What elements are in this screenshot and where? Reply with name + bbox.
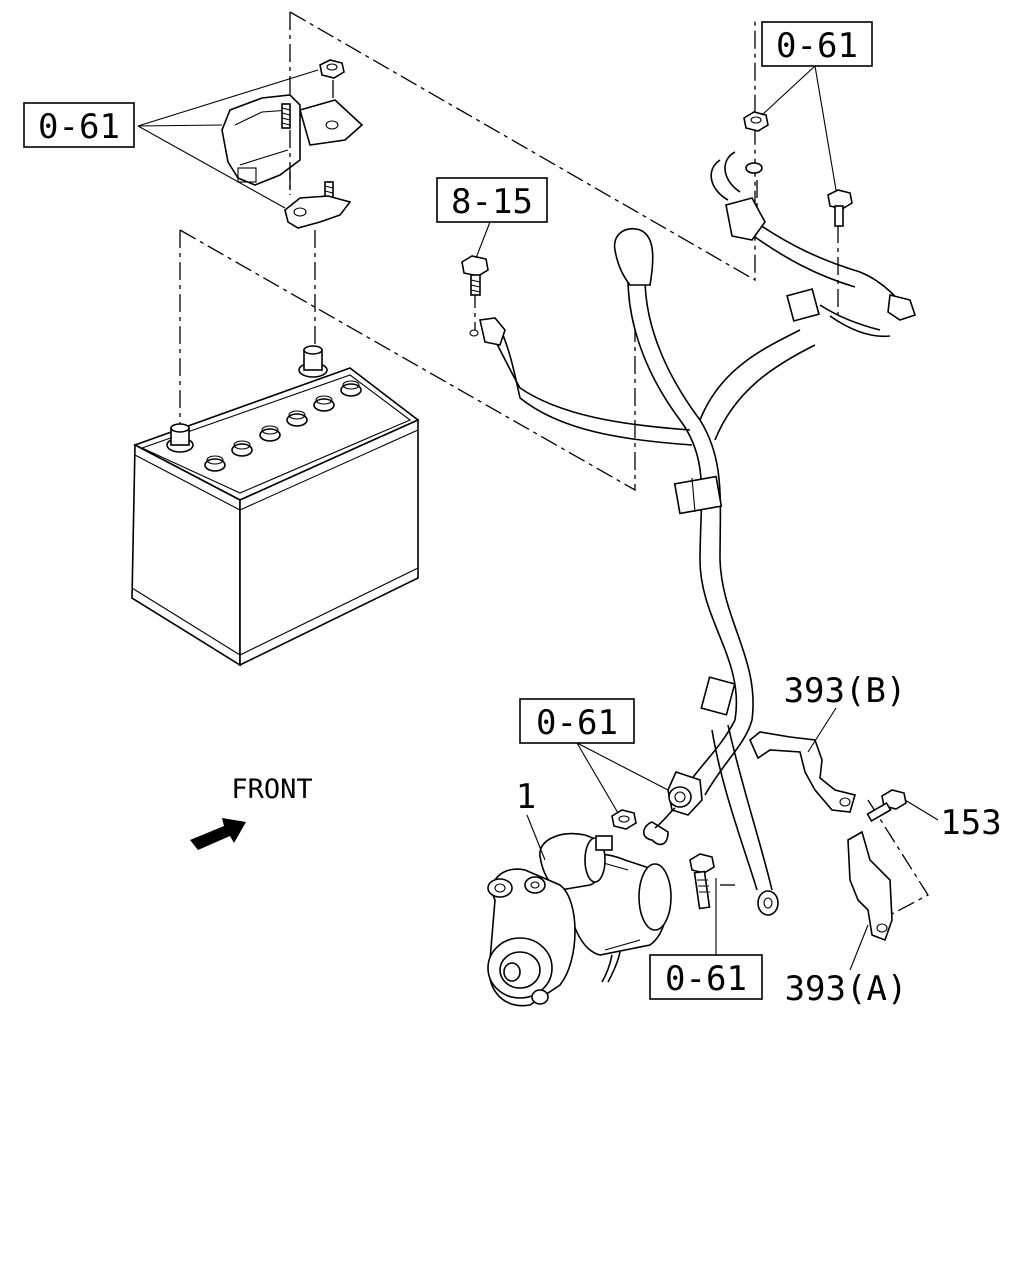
callout-ref-top-left: 0-61 — [23, 102, 135, 148]
bracket-bolt-153 — [866, 789, 907, 823]
harness-bolt-8-15 — [461, 255, 489, 296]
battery — [131, 345, 420, 667]
battery-terminal-positive — [298, 345, 328, 378]
terminal-clamp-assembly — [221, 59, 364, 229]
label-front: FRONT — [231, 774, 312, 805]
front-arrow-icon — [190, 818, 246, 850]
callout-ref-starter-bolt: 0-61 — [649, 954, 763, 1000]
starter-terminal-nut — [611, 809, 637, 830]
clamp-nut — [319, 59, 345, 79]
harness-bolt-right — [827, 189, 853, 227]
leader-lines — [137, 65, 939, 971]
label-bolt-153: 153 — [940, 803, 1001, 843]
battery-cell-caps — [204, 380, 362, 472]
starter-mount-bolt — [689, 853, 715, 910]
starter-cable — [613, 228, 779, 916]
battery-terminal-negative — [166, 423, 194, 453]
callout-ref-starter-nut: 0-61 — [519, 698, 635, 744]
callout-text: 0-61 — [776, 26, 858, 66]
fasteners — [461, 111, 907, 910]
starter-cable-terminal — [642, 771, 703, 846]
label-bracket-393b: 393(B) — [784, 671, 907, 711]
harness-nut-top — [743, 111, 769, 132]
label-bracket-393a: 393(A) — [785, 969, 908, 1009]
harness-branches — [469, 151, 917, 716]
callout-text: 8-15 — [451, 182, 533, 222]
callout-ref-top-right: 0-61 — [761, 21, 873, 67]
bracket-393a — [847, 830, 893, 942]
callout-ref-harness-bolt: 8-15 — [436, 177, 548, 223]
bracket-393b — [749, 731, 857, 813]
callout-text: 0-61 — [665, 959, 747, 999]
starter-motor — [487, 832, 672, 1007]
label-starter-part: 1 — [516, 777, 536, 817]
callout-text: 0-61 — [38, 107, 120, 147]
callout-text: 0-61 — [536, 703, 618, 743]
